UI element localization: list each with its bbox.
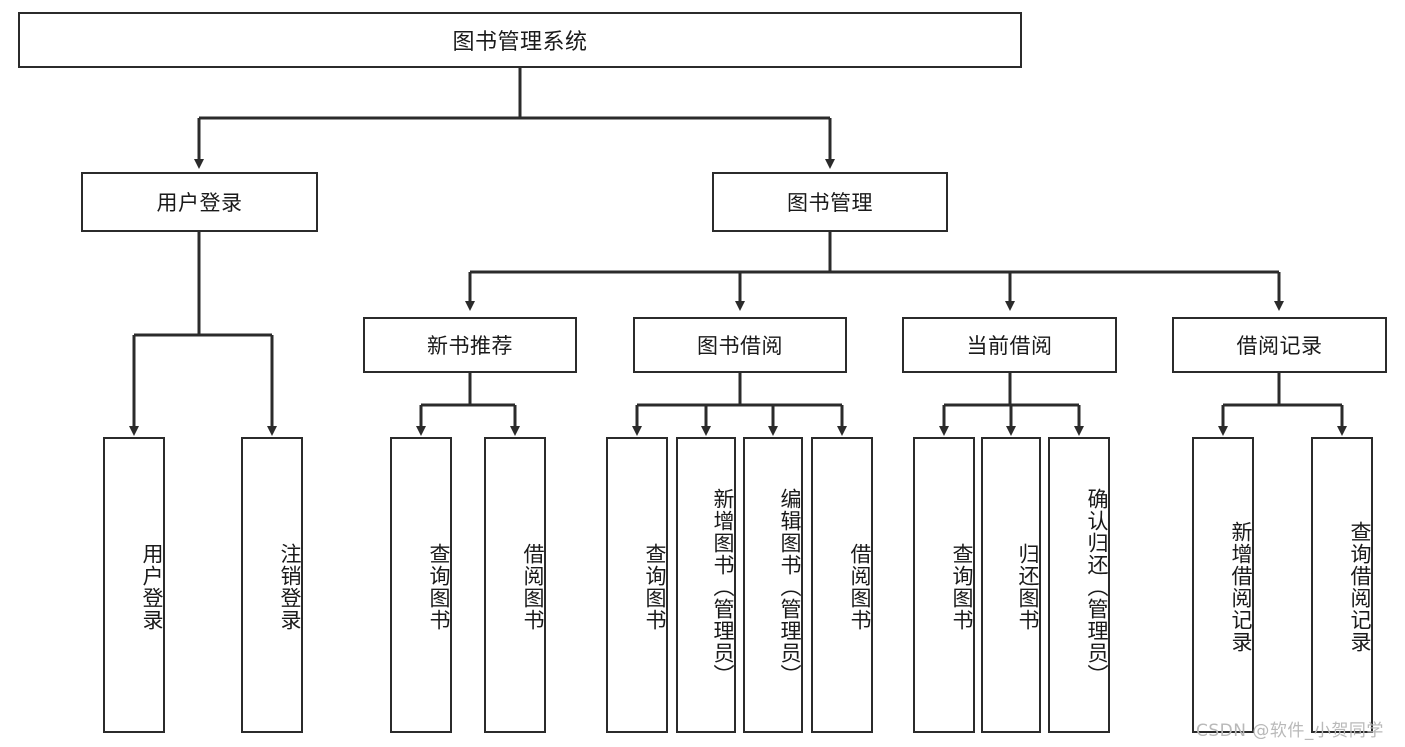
leaf-borrow-add-book[interactable]: 新增图书（管理员）	[676, 437, 736, 733]
node-label: 查询图书	[643, 543, 667, 631]
node-current-borrow[interactable]: 当前借阅	[902, 317, 1117, 373]
leaf-current-return-book[interactable]: 归还图书	[981, 437, 1041, 733]
node-label: 注销登录	[278, 543, 302, 631]
node-label: 新增借阅记录	[1229, 521, 1253, 653]
node-label: 查询图书	[950, 543, 974, 631]
node-root-system[interactable]: 图书管理系统	[18, 12, 1022, 68]
leaf-record-add[interactable]: 新增借阅记录	[1192, 437, 1254, 733]
node-label: 编辑图书（管理员）	[778, 488, 802, 686]
leaf-user-login-logout[interactable]: 注销登录	[241, 437, 303, 733]
node-label: 图书管理	[787, 191, 873, 215]
leaf-borrow-query-book[interactable]: 查询图书	[606, 437, 668, 733]
node-book-management[interactable]: 图书管理	[712, 172, 948, 232]
node-label: 查询借阅记录	[1348, 521, 1372, 653]
leaf-new-book-query[interactable]: 查询图书	[390, 437, 452, 733]
node-borrow-record[interactable]: 借阅记录	[1172, 317, 1387, 373]
node-label: 新增图书（管理员）	[711, 488, 735, 686]
node-new-book-recommend[interactable]: 新书推荐	[363, 317, 577, 373]
node-label: 用户登录	[156, 191, 243, 215]
node-label: 借阅图书	[521, 543, 545, 631]
node-user-login[interactable]: 用户登录	[81, 172, 318, 232]
csdn-watermark: CSDN @软件_小贺同学	[1196, 721, 1384, 741]
node-label: 当前借阅	[966, 334, 1053, 358]
node-label: 查询图书	[427, 543, 451, 631]
node-label: 图书管理系统	[452, 30, 588, 55]
node-label: 归还图书	[1016, 543, 1040, 631]
node-label: 借阅图书	[848, 543, 872, 631]
leaf-current-confirm-return[interactable]: 确认归还（管理员）	[1048, 437, 1110, 733]
leaf-user-login-signin[interactable]: 用户登录	[103, 437, 165, 733]
node-label: 用户登录	[140, 543, 164, 631]
leaf-record-query[interactable]: 查询借阅记录	[1311, 437, 1373, 733]
node-book-borrow[interactable]: 图书借阅	[633, 317, 847, 373]
leaf-borrow-borrow-book[interactable]: 借阅图书	[811, 437, 873, 733]
node-label: 借阅记录	[1236, 334, 1323, 358]
node-label: 图书借阅	[697, 334, 783, 358]
leaf-current-query-book[interactable]: 查询图书	[913, 437, 975, 733]
leaf-new-book-borrow[interactable]: 借阅图书	[484, 437, 546, 733]
node-label: 新书推荐	[427, 334, 513, 358]
leaf-borrow-edit-book[interactable]: 编辑图书（管理员）	[743, 437, 803, 733]
node-label: 确认归还（管理员）	[1085, 488, 1109, 686]
